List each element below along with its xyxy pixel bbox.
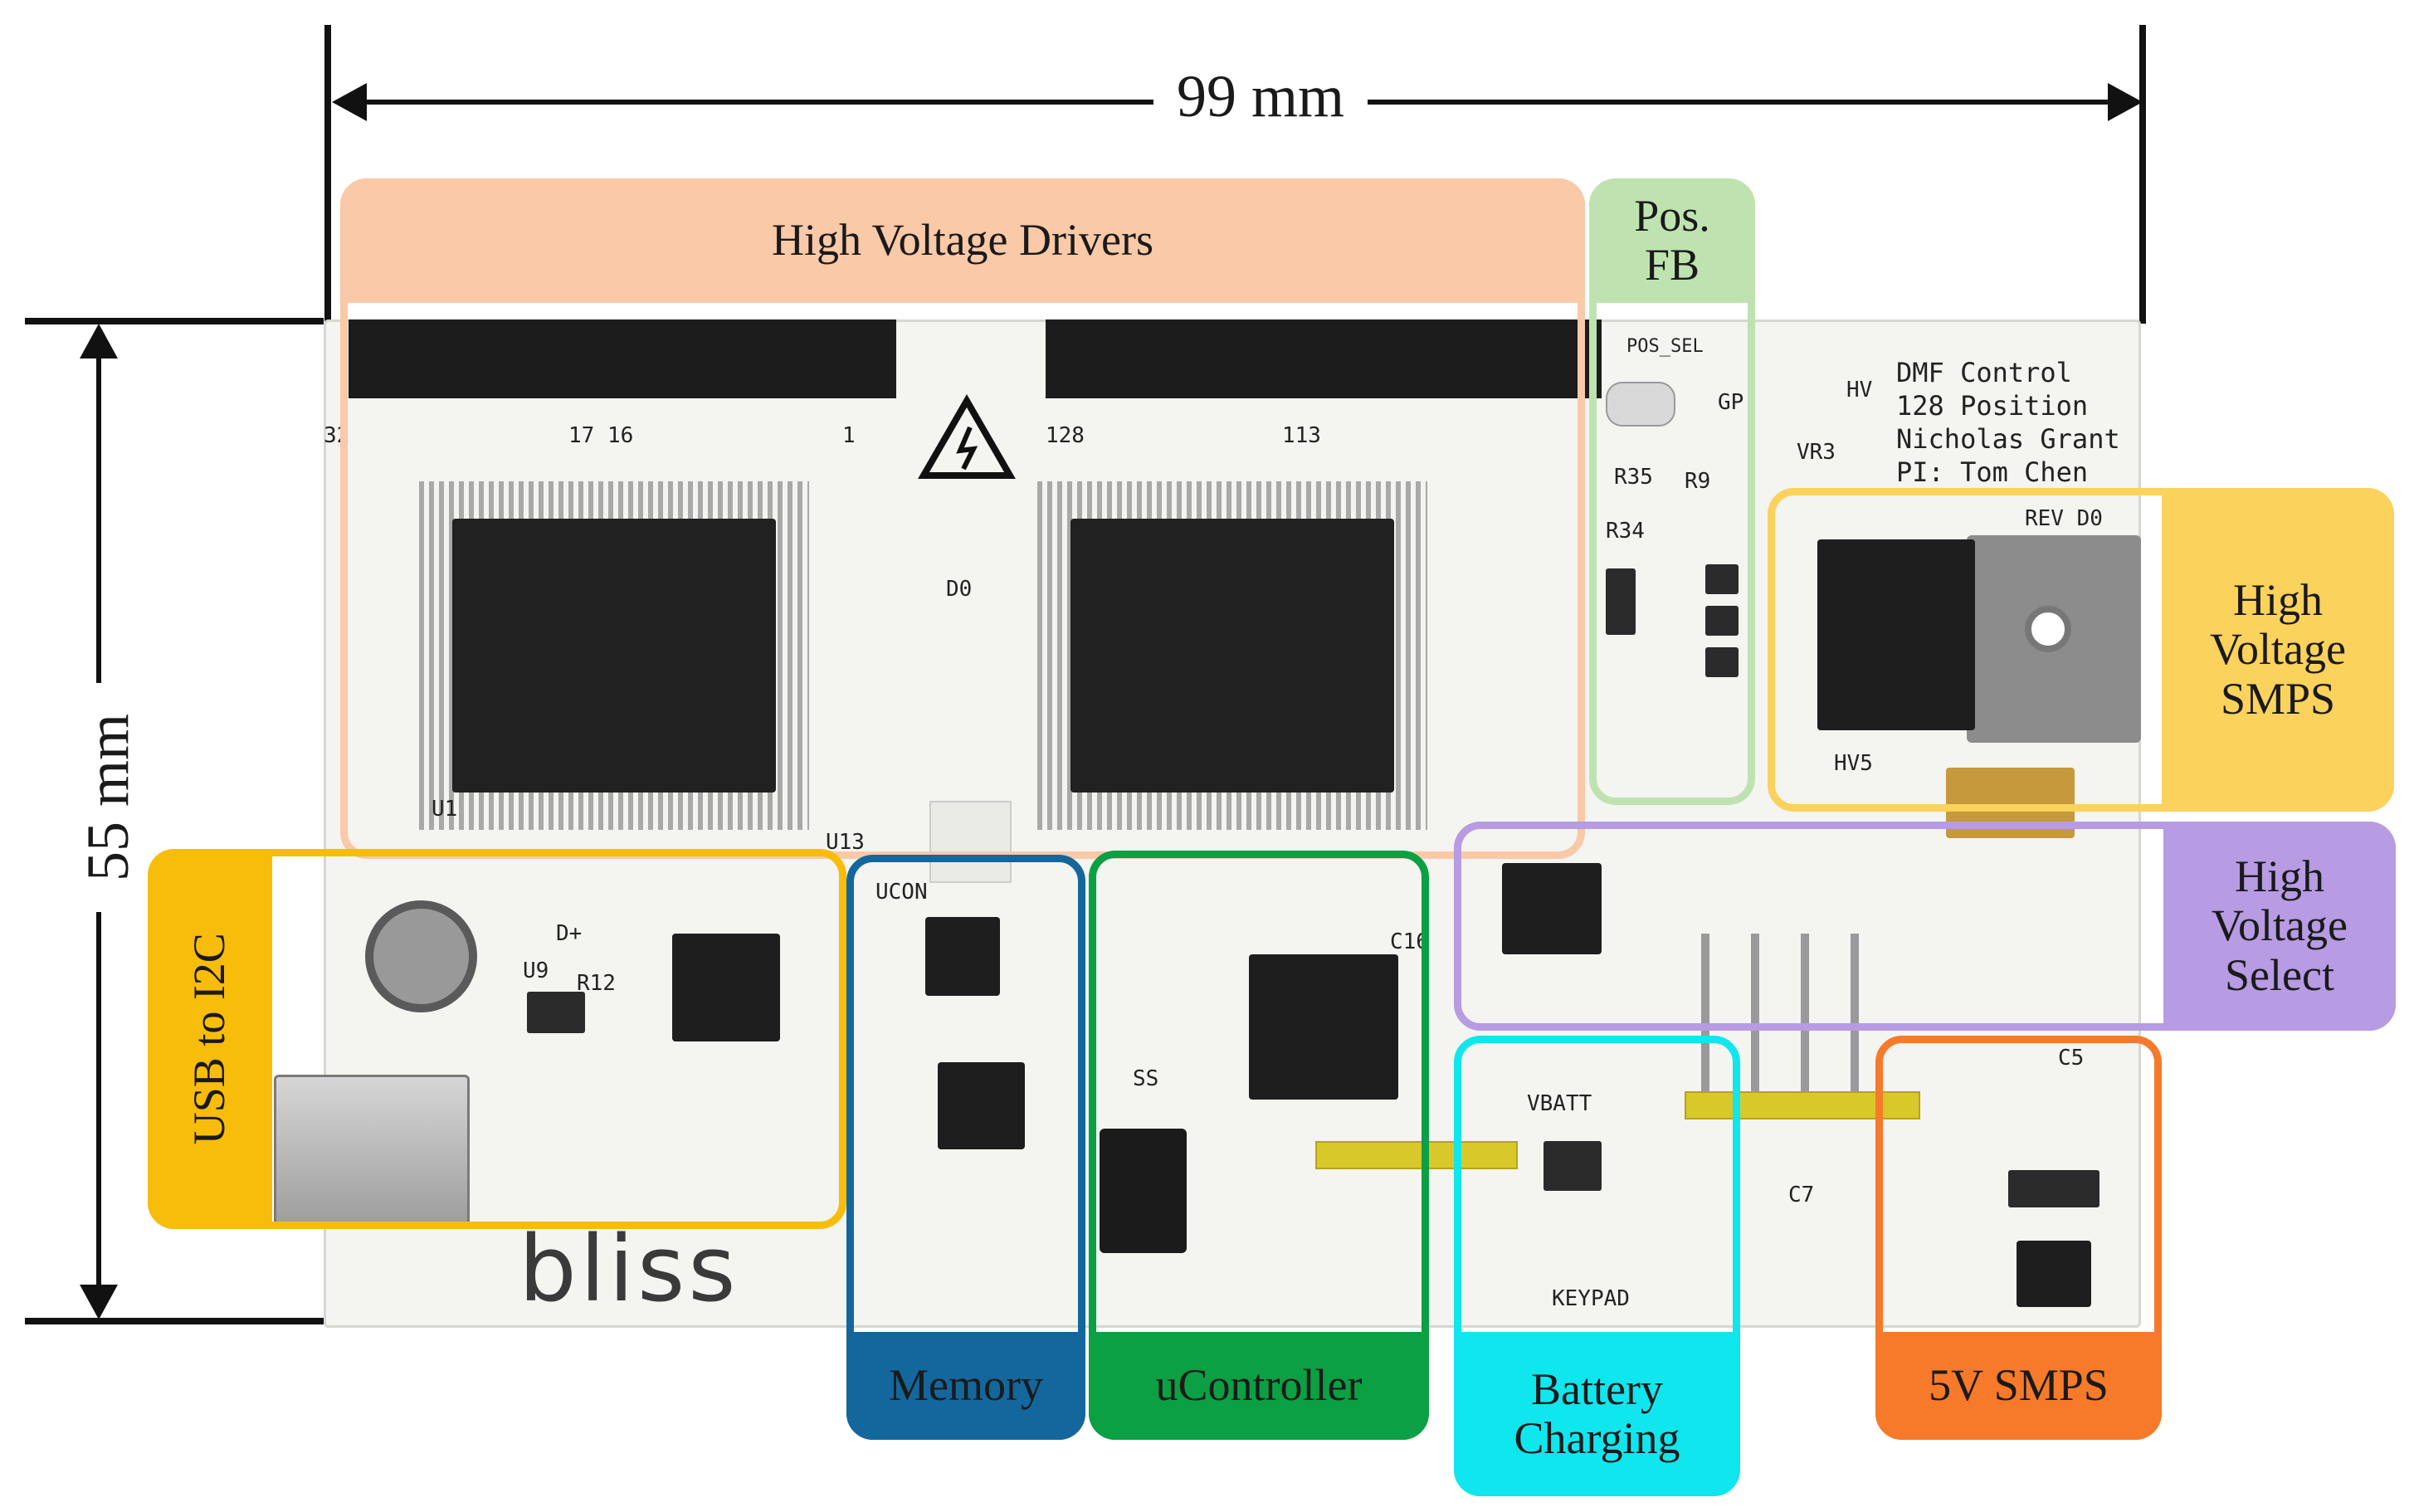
ucontroller-label: uController: [1089, 1332, 1429, 1440]
height-label: 55 mm: [75, 683, 141, 912]
usb-to-i2c-label: USB to I2C: [184, 933, 235, 1145]
high-voltage-select-label-line-3: Select: [2225, 949, 2334, 1000]
height-arrow-top: [80, 324, 118, 358]
header-left-number-17-16: 17 16: [568, 423, 634, 448]
microcontroller-chip: [1249, 954, 1398, 1100]
high-voltage-select-label-line-1: High: [2235, 851, 2324, 901]
hv-select-pin-header-4: [1851, 934, 1859, 1100]
pos-fb-label-line-1: Pos.: [1634, 190, 1710, 241]
driver-chip-left: [452, 519, 776, 793]
width-label: 99 mm: [1153, 66, 1368, 126]
silkscreen-rev: REV D0: [2025, 506, 2103, 531]
pos-fb-transistor-1: [1705, 564, 1739, 594]
battery-charging-label-line-2: Charging: [1514, 1413, 1680, 1463]
bliss-logo: bliss: [519, 1216, 739, 1322]
usb-i2c-chip: [672, 934, 780, 1041]
high-voltage-select-label: High Voltage Select: [2163, 822, 2396, 1031]
refdes-r34: R34: [1606, 519, 1645, 544]
pcb-board: 32 17 16 1 128 113 D0 U1 U13 HV DMF Cont…: [274, 319, 2141, 1328]
pos-fb-transistor-2: [1705, 606, 1739, 636]
refdes-u9: U9: [523, 958, 549, 983]
refdes-keypad: C7: [1788, 1183, 1815, 1207]
memory-chip-1: [925, 917, 1000, 996]
battery-charging-label-line-1: Battery: [1531, 1363, 1663, 1414]
smps-5v-inductor: [2008, 1170, 2099, 1207]
smps-5v-label: 5V SMPS: [1875, 1332, 2162, 1440]
hv-select-pin-header-2: [1751, 934, 1759, 1100]
refdes-led1: KEYPAD: [1552, 1286, 1630, 1311]
refdes-r35: R35: [1614, 465, 1653, 490]
high-voltage-drivers-label: High Voltage Drivers: [340, 178, 1585, 303]
usb-connector: [274, 1075, 470, 1229]
reset-button: [365, 900, 477, 1012]
usb-to-i2c-label-panel: USB to I2C: [148, 849, 272, 1229]
high-voltage-smps-label-line-3: SMPS: [2220, 673, 2336, 724]
refdes-u1: U1: [432, 797, 458, 822]
header-connector-right: [1046, 319, 1602, 398]
pos-fb-transistor-3: [1705, 647, 1739, 677]
silkscreen-hv: HV: [1846, 378, 1873, 402]
silkscreen-title-line-4: PI: Tom Chen: [1896, 456, 2089, 488]
hv-select-pin-header-3: [1801, 934, 1809, 1100]
memory-chip-2: [938, 1062, 1025, 1149]
refdes-u13: U13: [826, 830, 865, 855]
refdes-ss: SS: [1133, 1066, 1159, 1091]
programming-header: [1100, 1129, 1187, 1253]
high-voltage-smps-label: High Voltage SMPS: [2162, 488, 2394, 812]
driver-chip-right: [1070, 519, 1394, 793]
refdes-r12: R12: [577, 971, 616, 996]
silkscreen-title-line-2: 128 Position: [1896, 390, 2089, 422]
pos-fb-label-line-2: FB: [1644, 240, 1700, 290]
refdes-hv5: HV5: [1834, 751, 1873, 776]
refdes-r9: R9: [1685, 469, 1711, 494]
memory-label: Memory: [846, 1332, 1085, 1440]
width-right-tick: [2139, 25, 2146, 324]
refdes-vbatt: VBATT: [1527, 1091, 1592, 1116]
header-right-number-113: 113: [1282, 423, 1321, 448]
refdes-ucon: UCON: [875, 880, 928, 905]
silkscreen-title-line-1: DMF Control: [1896, 357, 2072, 388]
width-arrow-left: [332, 83, 367, 121]
width-arrow-right: [2108, 83, 2143, 121]
serial-header-row: [1315, 1141, 1518, 1169]
silkscreen-vr3: VR3: [1797, 440, 1836, 465]
refdes-5v: C5: [2058, 1046, 2085, 1071]
header-right-number-128: 128: [1046, 423, 1085, 448]
smps-5v-regulator: [2017, 1241, 2091, 1307]
high-voltage-warning-icon: [918, 394, 1016, 479]
height-arrow-bottom: [80, 1285, 118, 1319]
header-connector-left: [349, 319, 896, 398]
hv-select-chip: [1502, 863, 1602, 954]
hv-select-pin-header: [1701, 934, 1709, 1100]
refdes-d0: D0: [946, 577, 973, 602]
silkscreen-title-line-3: Nicholas Grant: [1896, 423, 2120, 455]
high-voltage-smps-label-line-2: Voltage: [2210, 624, 2346, 675]
width-left-tick: [324, 25, 331, 324]
label-sticker: [929, 801, 1012, 883]
battery-charging-label: Battery Charging: [1454, 1332, 1740, 1496]
silkscreen-gp: GP: [1718, 390, 1744, 415]
height-top-tick: [25, 318, 324, 324]
header-left-number-1: 1: [842, 423, 856, 448]
high-voltage-select-label-line-2: Voltage: [2212, 900, 2348, 951]
hv-regulator-mounting-hole: [2025, 606, 2071, 652]
height-bottom-tick: [25, 1318, 324, 1324]
usb-i2c-regulator: [527, 992, 585, 1033]
pos-fb-connector: [1606, 382, 1675, 427]
hv-regulator-body: [1817, 539, 1975, 730]
silkscreen-pos-sel: POS_SEL: [1626, 336, 1704, 357]
refdes-d-plus: D+: [556, 921, 583, 946]
pos-fb-label: Pos. FB: [1589, 178, 1755, 303]
pos-fb-diode: [1606, 568, 1636, 635]
high-voltage-smps-label-line-1: High: [2233, 574, 2323, 625]
battery-charger-chip: [1543, 1141, 1602, 1191]
